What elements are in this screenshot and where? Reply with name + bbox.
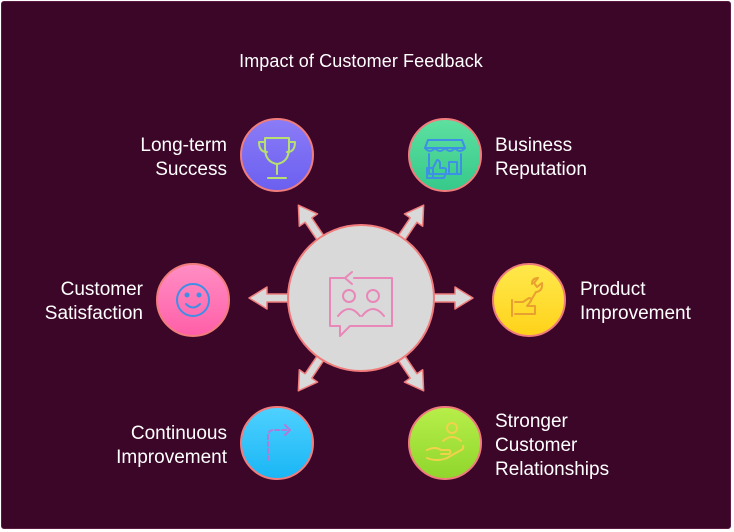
feedback-chat-users-icon [329, 271, 393, 337]
connector-arrows [248, 204, 474, 392]
node-business-reputation [408, 118, 482, 192]
node-product-improvement [492, 263, 566, 337]
label-business-reputation: Business Reputation [495, 135, 587, 180]
wrench-hand-icon [511, 277, 544, 317]
dashed-path-arrow-icon [267, 424, 291, 461]
smiley-face-icon [176, 283, 210, 317]
hand-holding-person-icon [426, 422, 465, 461]
arrow-to-stronger-customer-relationships [396, 353, 425, 392]
arrow-to-customer-satisfaction [248, 286, 292, 310]
arrow-to-product-improvement [430, 286, 474, 310]
node-stronger-customer-relationships [408, 406, 482, 480]
node-customer-satisfaction [156, 263, 230, 337]
node-continuous-improvement [240, 406, 314, 480]
arrow-to-continuous-improvement [297, 353, 326, 392]
arrow-to-business-reputation [396, 204, 425, 243]
label-stronger-customer-relationships: Stronger Customer Relationships [495, 411, 610, 480]
center-hub [287, 224, 435, 372]
label-customer-satisfaction: Customer Satisfaction [44, 279, 143, 324]
arrow-to-long-term-success [297, 204, 326, 243]
label-long-term-success: Long-term Success [140, 135, 227, 180]
node-long-term-success [240, 118, 314, 192]
label-continuous-improvement: Continuous Improvement [116, 423, 227, 468]
storefront-thumbs-up-icon [424, 139, 466, 179]
trophy-icon [258, 137, 296, 179]
diagram-title: Impact of Customer Feedback [239, 51, 483, 71]
label-product-improvement: Product Improvement [580, 279, 691, 324]
